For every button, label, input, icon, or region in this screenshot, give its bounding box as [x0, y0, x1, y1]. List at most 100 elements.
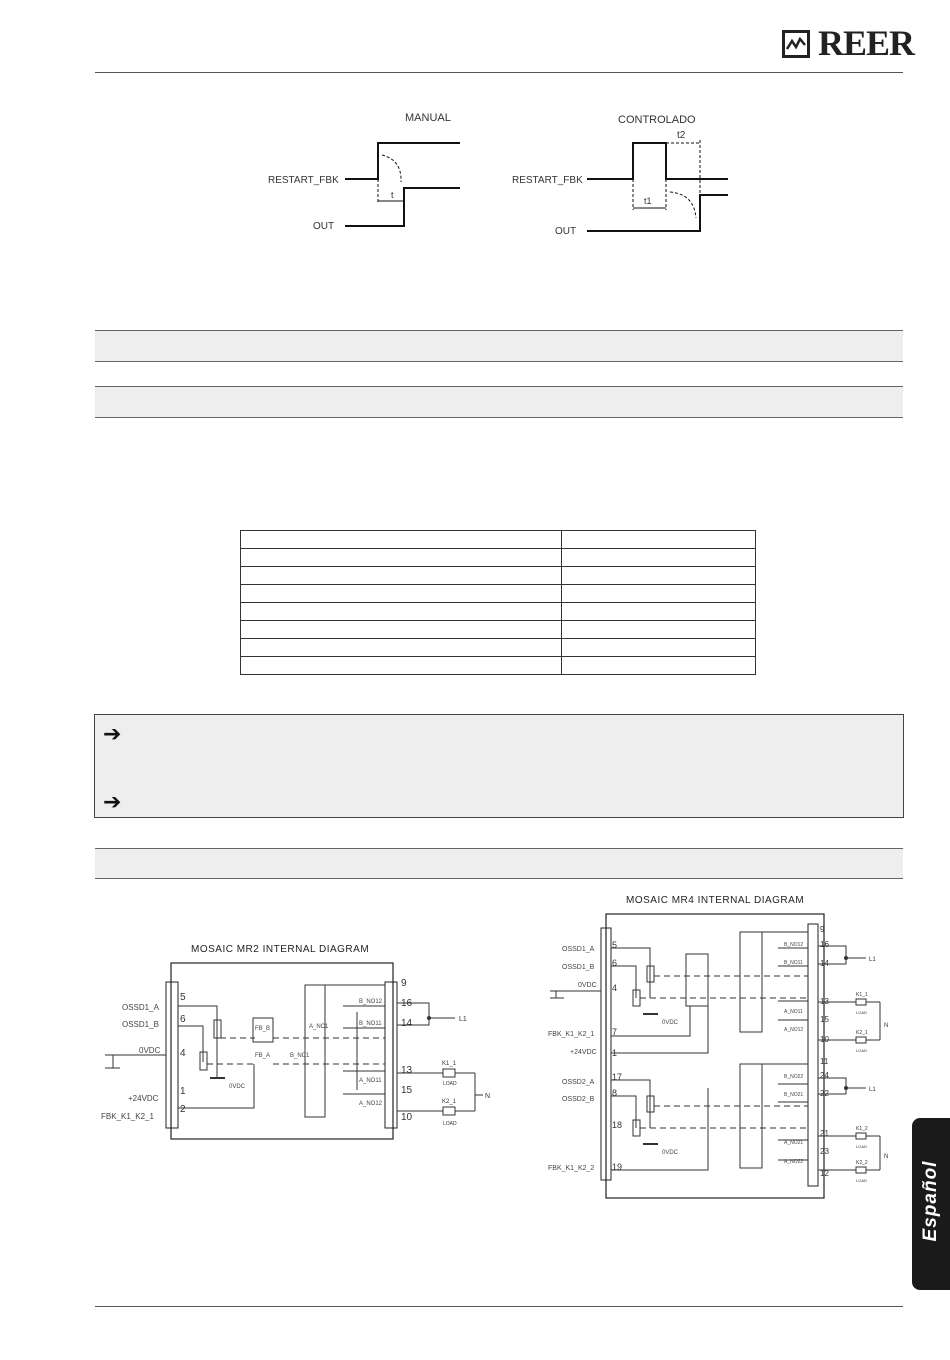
table-row: [240, 530, 756, 549]
mr4-internal-0vdc: 0VDC: [662, 1020, 679, 1026]
mr4-pin: 5: [612, 940, 617, 950]
mr4-right-label: LOAD: [856, 1048, 867, 1053]
mr4-label: OSSD2_A: [562, 1079, 595, 1086]
table-row: [240, 656, 756, 675]
mr2-coil: FB_B: [255, 1026, 270, 1032]
mr4-pin: 4: [612, 983, 617, 993]
t1-label: t1: [644, 196, 652, 206]
mr4-right-label: L1: [869, 957, 876, 963]
mr2-pin: 15: [401, 1085, 413, 1096]
brand-name: REER: [818, 23, 915, 63]
mr2-right-label: K1_1: [442, 1061, 457, 1067]
mr2-pin: 4: [180, 1048, 186, 1059]
mr2-coil: FB_A: [255, 1053, 270, 1059]
mr4-pin: 17: [612, 1072, 622, 1082]
mr2-label: OSSD1_A: [122, 1003, 160, 1012]
footer-rule: [95, 1306, 903, 1307]
mr2-coil: A_NC1: [309, 1024, 329, 1030]
mr4-pin: 19: [612, 1162, 622, 1172]
mr4-pin: 6: [612, 958, 617, 968]
mr4-pin: 11: [820, 1057, 829, 1066]
manual-title: MANUAL: [405, 112, 451, 124]
mr4-label: OSSD2_B: [562, 1096, 595, 1103]
table-row: [240, 584, 756, 603]
manual-out-label: OUT: [313, 221, 334, 232]
mr2-right-label: L1: [459, 1016, 467, 1023]
mr2-label: +24VDC: [128, 1094, 159, 1103]
mr2-contact: A_NO12: [359, 1101, 383, 1107]
mr4-right-label: K2_1: [856, 1030, 868, 1036]
table-row: [240, 602, 756, 621]
mr2-internal-diagram: MOSAIC MR2 INTERNAL DIAGRAM 5 6 4 1 2 OS…: [101, 944, 490, 1140]
mr4-title: MOSAIC MR4 INTERNAL DIAGRAM: [626, 895, 804, 906]
mr2-label: 0VDC: [139, 1046, 161, 1055]
mr4-pin: 12: [820, 1169, 829, 1178]
mr2-label: FBK_K1_K2_1: [101, 1112, 154, 1121]
mr2-pin: 10: [401, 1112, 413, 1123]
mr2-title: MOSAIC MR2 INTERNAL DIAGRAM: [191, 944, 369, 955]
table-row: [240, 566, 756, 585]
mr4-label: +24VDC: [570, 1049, 597, 1056]
mr4-right-label: K2_2: [856, 1160, 868, 1166]
language-tab: Español: [912, 1118, 950, 1290]
mr2-right-label: LOAD: [443, 1121, 457, 1127]
table-row: [240, 620, 756, 639]
spec-table: [240, 530, 756, 675]
mr4-right-label: N: [884, 1023, 888, 1029]
mr2-internal-0vdc: 0VDC: [229, 1084, 246, 1090]
mr4-pin: 8: [612, 1088, 617, 1098]
manual-t-label: t: [391, 190, 394, 200]
mr4-internal-0vdc: 0VDC: [662, 1150, 679, 1156]
mr4-contact: A_NO12: [784, 1027, 803, 1033]
table-row: [240, 638, 756, 657]
mr4-right-label: LOAD: [856, 1010, 867, 1015]
mr4-contact: B_NO22: [784, 1074, 803, 1080]
mr4-label: OSSD1_A: [562, 946, 595, 953]
mr4-label: 0VDC: [578, 982, 597, 989]
mr2-pin: 5: [180, 992, 186, 1003]
mr4-right-label: LOAD: [856, 1178, 867, 1183]
mr4-contact: A_NO21: [784, 1140, 803, 1146]
mr2-coil: B_NC1: [290, 1053, 310, 1059]
section-heading-band-2: [95, 386, 903, 418]
mr4-pin: 23: [820, 1147, 829, 1156]
mr4-right-label: N: [884, 1154, 888, 1160]
mr2-pin: 2: [180, 1104, 186, 1115]
mr2-pin: 9: [401, 978, 407, 989]
arrow-right-icon: ➔: [103, 721, 122, 746]
timing-diagrams: MANUAL RESTART_FBK OUT t CONTROLADO t2 R…: [268, 112, 728, 237]
mr4-contact: B_NO21: [784, 1092, 803, 1098]
controlled-title: CONTROLADO: [618, 114, 696, 126]
mr4-label: FBK_K1_K2_1: [548, 1031, 594, 1038]
mr2-contact: B_NO11: [359, 1021, 382, 1027]
header-rule: [95, 72, 903, 73]
mr4-pin: 7: [612, 1027, 617, 1037]
mr2-pin: 1: [180, 1086, 186, 1097]
controlled-restart-label: RESTART_FBK: [512, 175, 583, 186]
mr4-right-label: LOAD: [856, 1144, 867, 1149]
mr4-label: OSSD1_B: [562, 964, 595, 971]
mr4-pin: 21: [820, 1129, 829, 1138]
section-heading-band-1: [95, 330, 903, 362]
mr4-contact: B_NO12: [784, 942, 803, 948]
controlled-out-label: OUT: [555, 226, 576, 237]
t2-label: t2: [677, 130, 686, 141]
mr2-pin: 6: [180, 1014, 186, 1025]
mr4-internal-diagram: MOSAIC MR4 INTERNAL DIAGRAM 5 6 4 7 1 17…: [548, 895, 888, 1199]
mr4-contact: A_NO11: [784, 1009, 803, 1015]
mr2-contact: B_NO12: [359, 999, 383, 1005]
language-tab-label: Español: [920, 1160, 941, 1242]
mr4-contact: B_NO11: [784, 960, 803, 966]
table-row: [240, 548, 756, 567]
mr4-pin: 18: [612, 1120, 622, 1130]
logo-mark-icon: [782, 30, 810, 58]
mr4-contact: A_NO22: [784, 1159, 803, 1165]
mr4-right-label: L1: [869, 1087, 876, 1093]
mr4-pin: 16: [820, 940, 829, 949]
mr2-right-label: LOAD: [443, 1081, 457, 1087]
mr2-right-label: N: [485, 1093, 490, 1100]
arrow-right-icon: ➔: [103, 789, 122, 814]
note-box: ➔ ➔: [94, 714, 904, 818]
mr4-right-label: K1_1: [856, 992, 868, 998]
mr4-right-label: K1_2: [856, 1126, 868, 1132]
